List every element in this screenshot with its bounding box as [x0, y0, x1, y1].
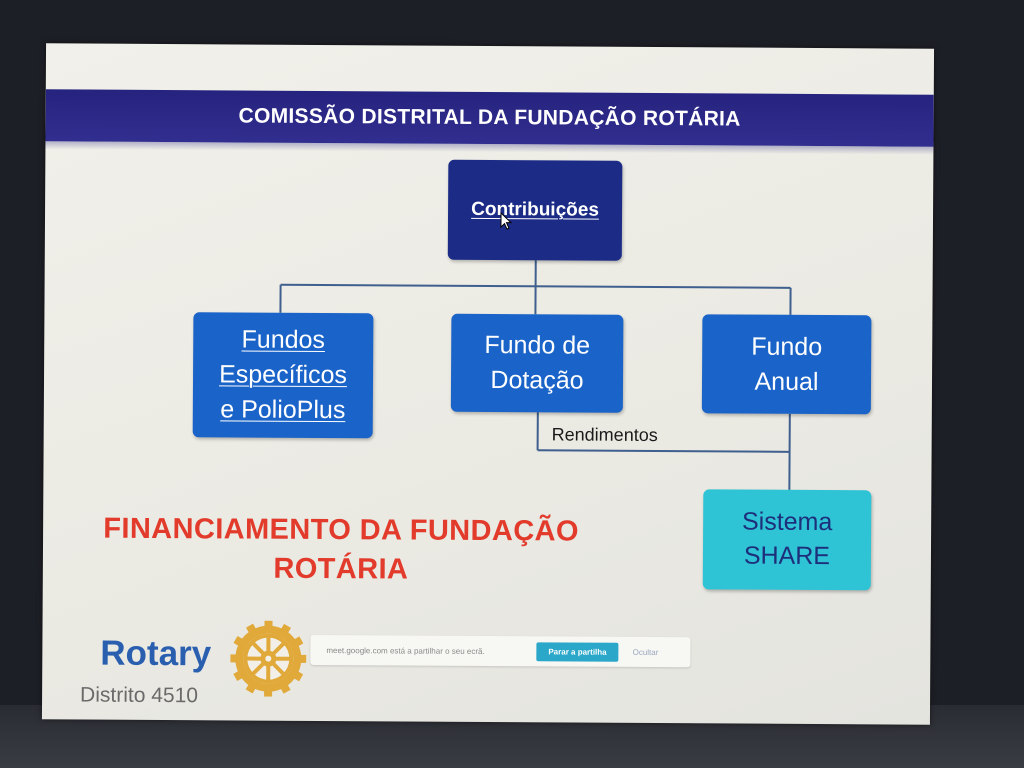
connector-lines [279, 260, 792, 490]
funding-title: FINANCIAMENTO DA FUNDAÇÃO ROTÁRIA [71, 509, 611, 591]
hide-bar-button[interactable]: Ocultar [632, 647, 659, 657]
mouse-cursor-icon [500, 212, 513, 230]
rotary-brand: Rotary [100, 633, 212, 674]
screen-share-bar: meet.google.com está a partilhar o seu e… [310, 634, 691, 668]
fundos-especificos-label: Fundos Específicos e PolioPlus [219, 325, 348, 425]
stop-sharing-button[interactable]: Parar a partilha [536, 641, 619, 662]
contribuicoes-label: Contribuições [471, 198, 599, 221]
fundo-anual-label: Fundo Anual [751, 332, 823, 396]
fundo-dotacao-box: Fundo de Dotação [450, 313, 624, 413]
sistema-share-label: Sistema SHARE [741, 507, 833, 571]
sistema-share-box: Sistema SHARE [702, 489, 872, 591]
fundo-dotacao-label: Fundo de Dotação [484, 330, 591, 395]
fundos-especificos-box: Fundos Específicos e PolioPlus [192, 312, 374, 439]
contribuicoes-box: Contribuições [447, 159, 623, 261]
district-label: Distrito 4510 [80, 683, 199, 708]
rendimentos-label: Rendimentos [551, 424, 658, 446]
funding-title-text: FINANCIAMENTO DA FUNDAÇÃO ROTÁRIA [103, 512, 579, 586]
presentation-slide: COMISSÃO DISTRITAL DA FUNDAÇÃO ROTÁRIA C… [41, 43, 935, 725]
fundo-anual-box: Fundo Anual [701, 314, 872, 415]
rotary-wheel-icon [230, 620, 307, 697]
screen-share-message: meet.google.com está a partilhar o seu e… [326, 645, 485, 656]
